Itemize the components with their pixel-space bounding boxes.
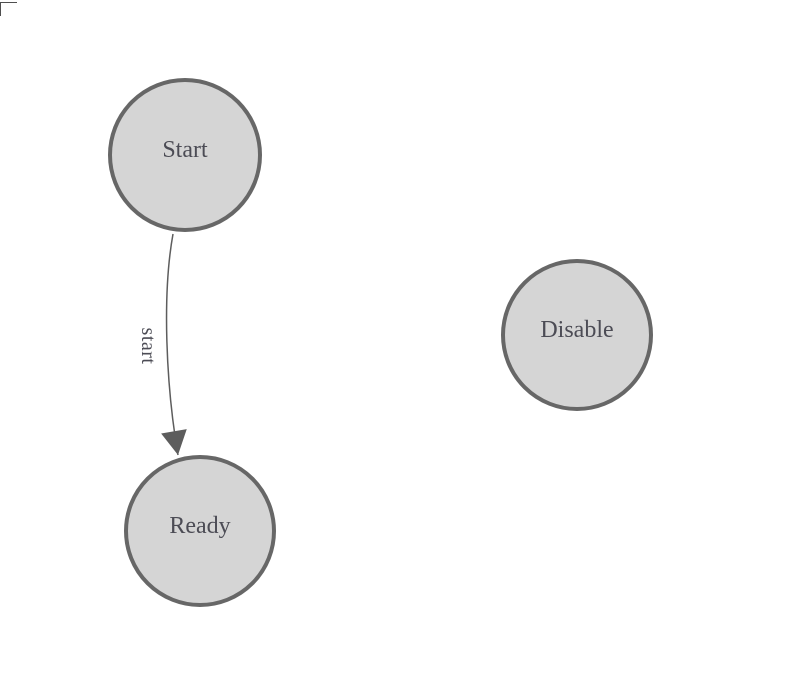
canvas-corner-mark [0,2,17,16]
state-node-start[interactable]: Start [108,78,262,232]
transition-edge-label[interactable]: start [137,328,159,365]
transition-edge-start-to-ready[interactable] [161,233,187,456]
state-node-disable[interactable]: Disable [501,259,653,411]
state-circle-ready[interactable] [124,455,276,607]
state-circle-start[interactable] [108,78,262,232]
state-circle-disable[interactable] [501,259,653,411]
state-node-ready[interactable]: Ready [124,455,276,607]
